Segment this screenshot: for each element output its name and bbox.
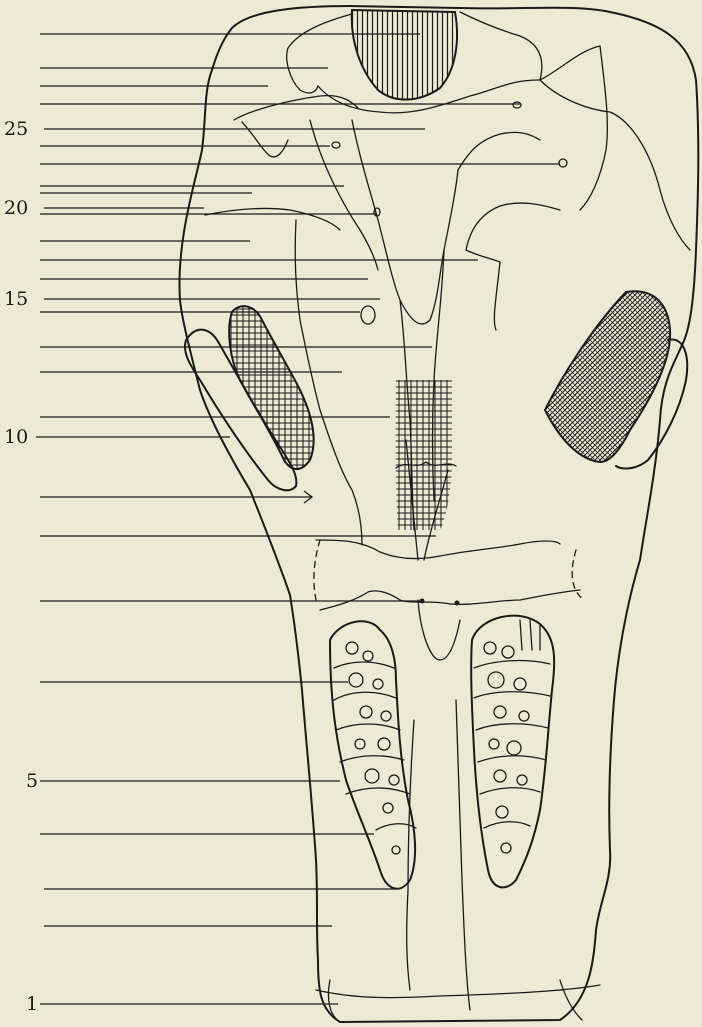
left-tooth-row	[330, 621, 416, 888]
leader-number-1: 1	[26, 993, 38, 1015]
leader-number-20: 20	[4, 197, 28, 219]
leader-number-25: 25	[4, 118, 28, 140]
hatched-regions	[185, 10, 687, 530]
leader-number-5: 5	[26, 770, 38, 792]
right-hatched-region	[545, 291, 670, 462]
central-grid-region	[396, 380, 452, 530]
leader-number-10: 10	[4, 426, 28, 448]
right-tooth-row	[471, 616, 554, 888]
leader-lines	[36, 34, 560, 1004]
foramen-magnum-region	[352, 10, 457, 100]
leader-numbers: 25 20 15 10 5 1	[4, 118, 38, 1015]
leader-number-15: 15	[4, 288, 28, 310]
